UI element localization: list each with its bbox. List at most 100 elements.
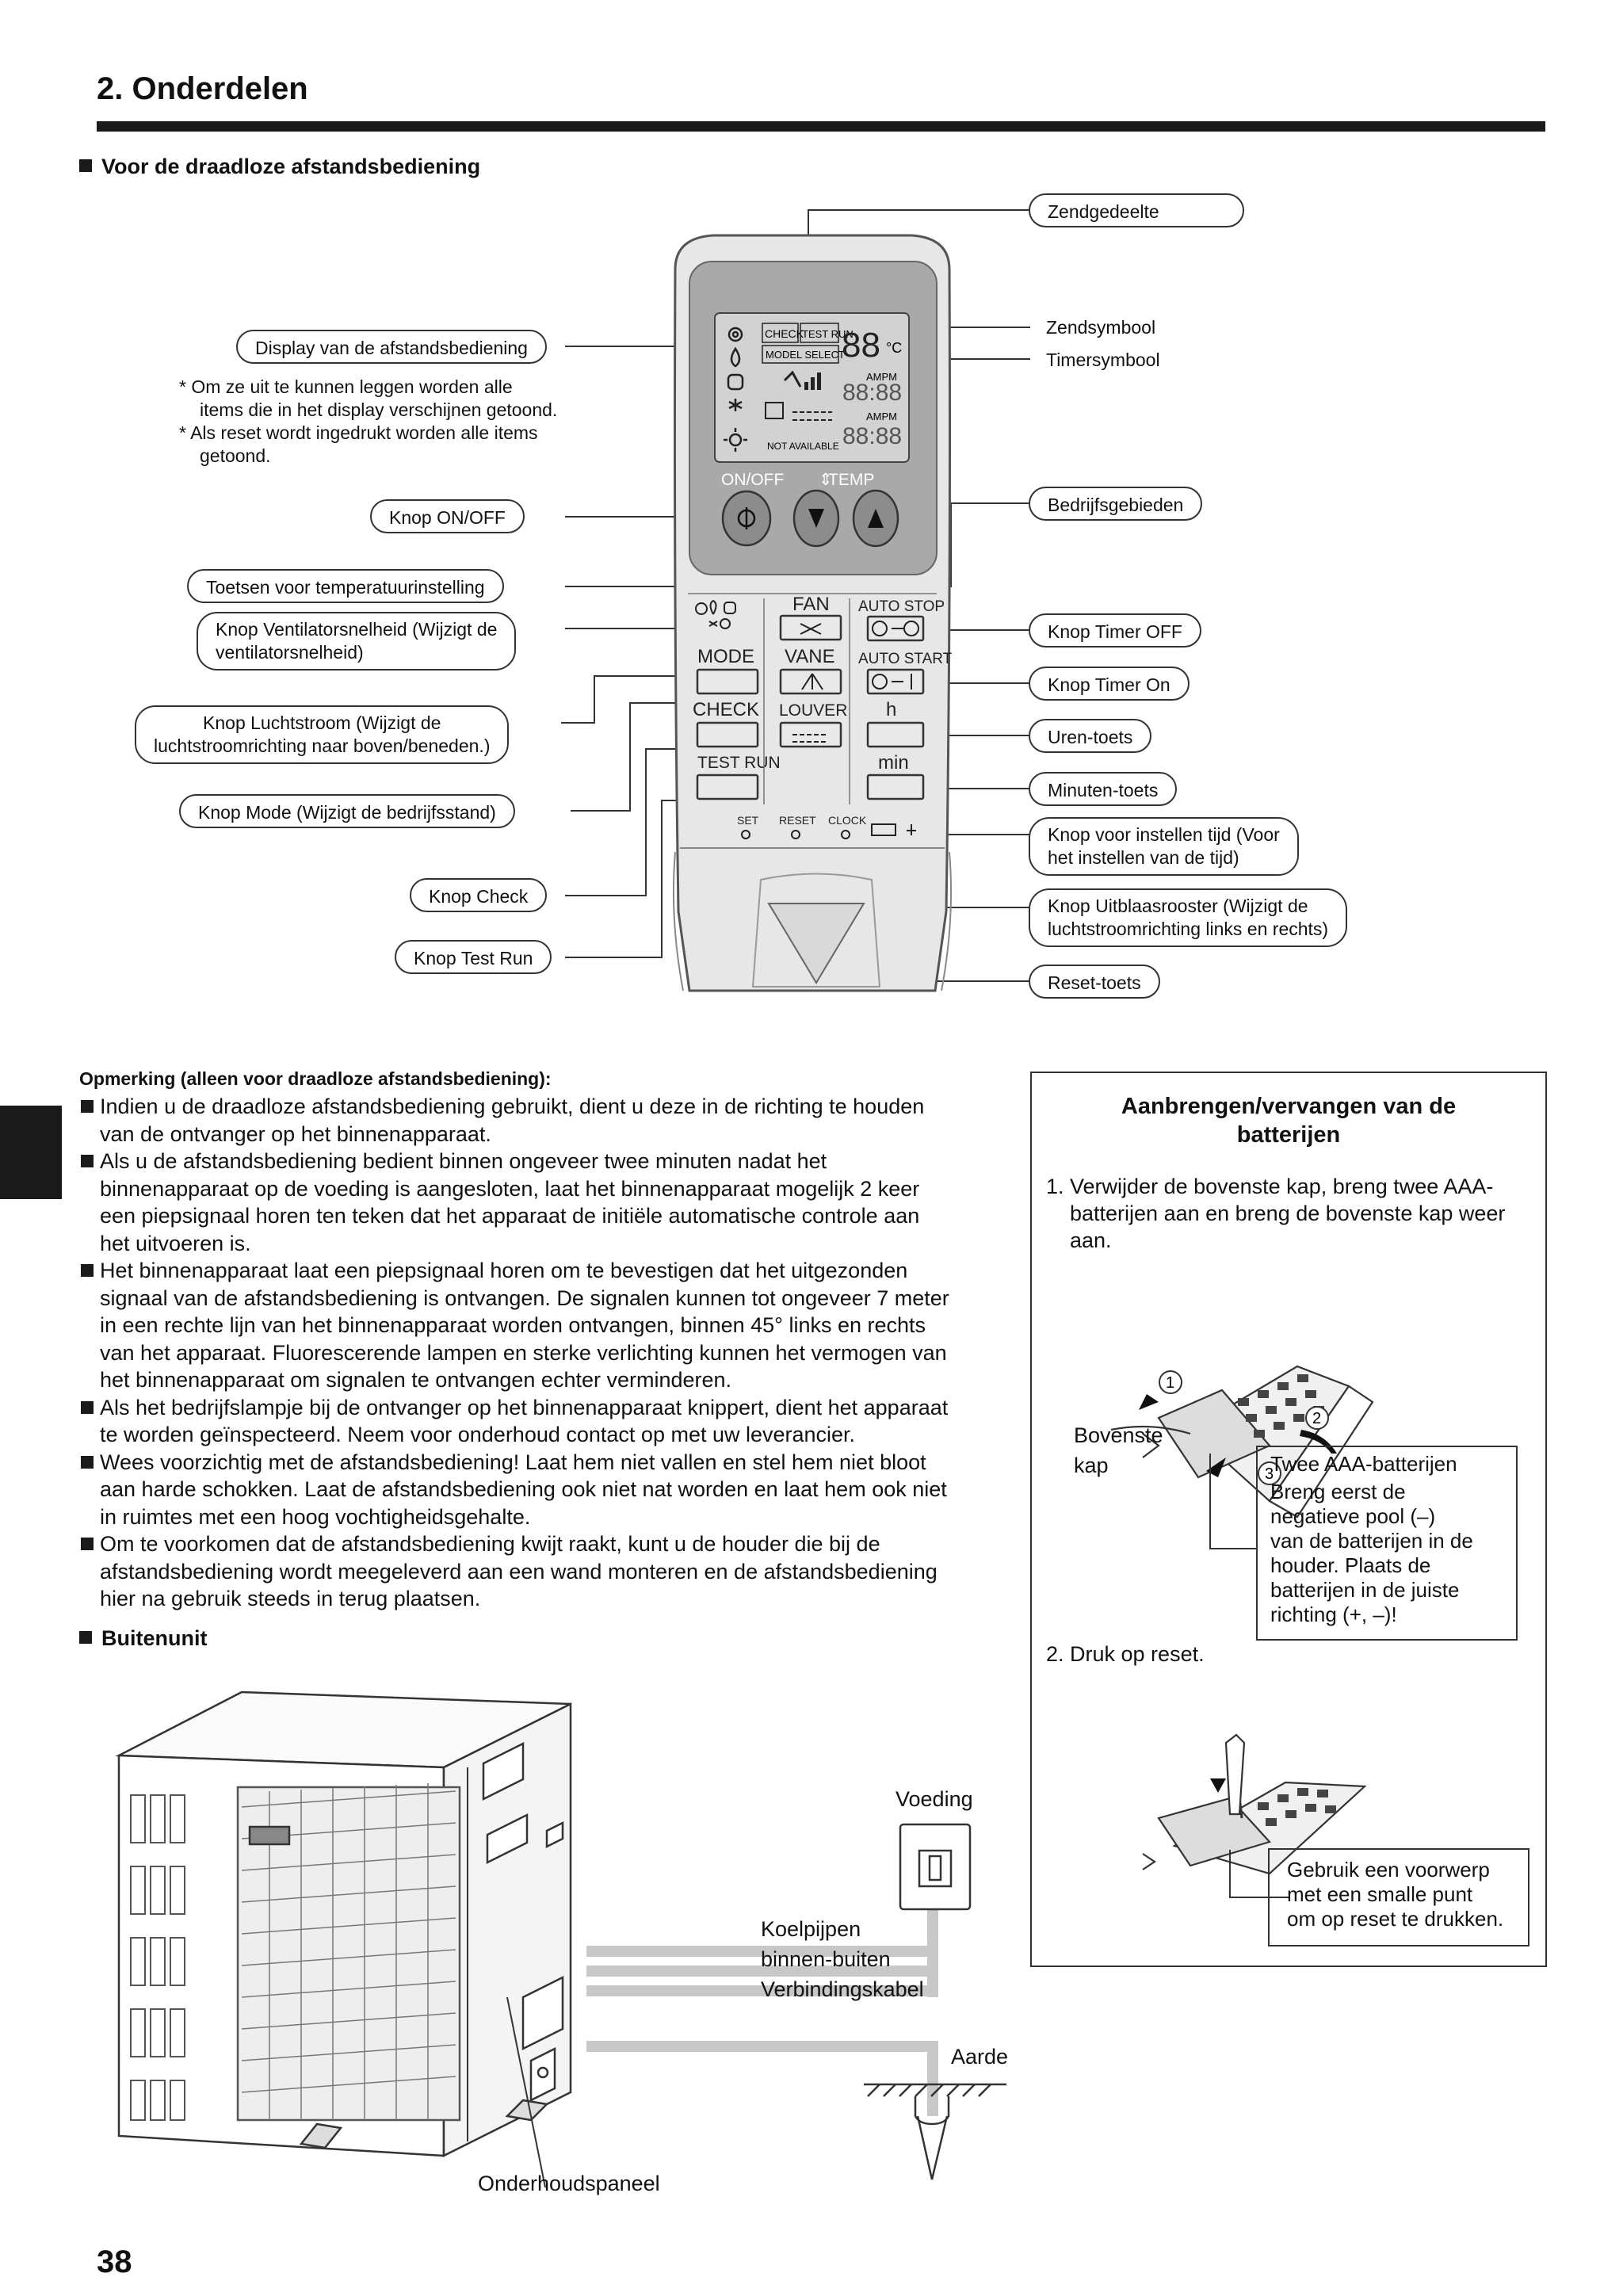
remote-small-icons xyxy=(695,599,919,839)
remote-section-heading: Voor de draadloze afstandsbediening xyxy=(79,155,480,179)
remark-item: Als u de afstandsbediening bedient binne… xyxy=(79,1148,999,1257)
svg-text:88:88: 88:88 xyxy=(842,423,902,449)
battery-marker-1: 1 xyxy=(1166,1374,1174,1392)
callout-timer-on: Knop Timer On xyxy=(1029,667,1190,701)
remote-min-label: min xyxy=(878,752,909,774)
callout-check: Knop Check xyxy=(410,878,548,912)
lcd-test-run-text: TEST RUN xyxy=(802,328,854,340)
svg-text:⇕: ⇕ xyxy=(819,471,833,489)
callout-louver-line: Knop Uitblaasrooster (Wijzigt de xyxy=(1048,896,1308,916)
remote-lower-labels: FAN AUTO STOP MODE VANE AUTO START CHECK… xyxy=(693,594,953,827)
callout-display: Display van de afstandsbediening xyxy=(236,330,547,364)
outdoor-unit xyxy=(115,1690,572,2158)
lcd-not-available-text: NOT AVAILABLE xyxy=(767,441,839,452)
remote-reset-label: RESET xyxy=(779,814,816,827)
battery-marker-2: 2 xyxy=(1312,1410,1321,1427)
tool-note-box: Gebruik een voorwerp met een smalle punt… xyxy=(1268,1848,1529,1946)
display-note-line: getoond. xyxy=(200,445,271,466)
callout-clock: Knop voor instellen tijd (Voor het inste… xyxy=(1029,817,1299,876)
callout-hours: Uren-toets xyxy=(1029,719,1152,753)
outdoor-heading: Buitenunit xyxy=(79,1626,207,1651)
callout-airflow-line: Knop Luchtstroom (Wijzigt de xyxy=(203,712,441,733)
callout-louver: Knop Uitblaasrooster (Wijzigt de luchtst… xyxy=(1029,888,1348,947)
lcd-check-text: CHECK xyxy=(765,327,804,340)
battery-step2: 2. Druk op reset. xyxy=(1046,1642,1205,1666)
remote-clock-label: CLOCK xyxy=(828,814,867,827)
lcd-celsius-text: °C xyxy=(886,340,902,356)
batteries-leader xyxy=(1209,1454,1258,1549)
callout-reset: Reset-toets xyxy=(1029,965,1160,999)
remark-item: Indien u de draadloze afstandsbediening … xyxy=(79,1093,999,1148)
remark-title: Opmerking (alleen voor draadloze afstand… xyxy=(79,1068,552,1089)
header-rule xyxy=(97,121,1545,132)
remark-item: Wees voorzichtig met de afstandsbedienin… xyxy=(79,1449,999,1531)
remote-louver-label: LOUVER xyxy=(779,701,847,720)
remote-side-ribs xyxy=(672,851,953,991)
lcd-ampm-text-1: AMPM xyxy=(866,371,897,383)
display-notes: * Om ze uit te kunnen leggen worden alle… xyxy=(179,376,557,468)
outdoor-unit-illustration xyxy=(115,1690,1006,2187)
tool-leader xyxy=(1229,1850,1289,1898)
page-title: 2. Onderdelen xyxy=(97,71,308,106)
label-earth: Aarde xyxy=(951,2045,1009,2069)
display-note-line: * Als reset wordt ingedrukt worden alle … xyxy=(179,422,538,443)
callout-fan-speed-line: ventilatorsnelheid) xyxy=(216,642,364,663)
callout-clock-line: Knop voor instellen tijd (Voor xyxy=(1048,824,1280,845)
refrigerant-pipes xyxy=(586,1894,938,2116)
remote-test-run-label: TEST RUN xyxy=(697,754,781,772)
display-note-line: items die in het display verschijnen get… xyxy=(200,399,558,420)
batteries-note-title: Twee AAA-batterijen xyxy=(1270,1452,1457,1476)
callout-airflow: Knop Luchtstroom (Wijzigt de luchtstroom… xyxy=(135,705,510,764)
callout-minutes: Minuten-toets xyxy=(1029,772,1178,806)
battery-step-markers xyxy=(1159,1370,1329,1485)
reset-press-arrow xyxy=(1210,1778,1226,1793)
callout-test-run: Knop Test Run xyxy=(395,940,552,974)
callout-fan-speed: Knop Ventilatorsnelheid (Wijzigt de vent… xyxy=(197,612,517,670)
leader-mode xyxy=(571,702,697,812)
label-cable-line: binnen-buiten xyxy=(761,1947,891,1971)
service-panel-leader xyxy=(506,1996,547,2187)
lcd-labels: CHECK TEST RUN MODEL SELECT 88 °C AMPM 8… xyxy=(762,323,902,452)
callout-mode: Knop Mode (Wijzigt de bedrijfsstand) xyxy=(179,794,515,828)
label-cable-line: Verbindingskabel xyxy=(761,1977,924,2001)
remote-h-label: h xyxy=(886,699,896,720)
power-switch-box xyxy=(899,1823,972,1911)
battery-step-arrows xyxy=(1139,1394,1337,1477)
battery-remote-step2 xyxy=(1142,1733,1367,1875)
label-pipes: Koelpijpen xyxy=(761,1917,861,1941)
callout-clock-line: het instellen van de tijd) xyxy=(1048,847,1239,868)
remote-set-label: SET xyxy=(737,814,759,827)
battery-illustration: 1 2 3 xyxy=(1110,1365,1374,1898)
callout-timer-off: Knop Timer OFF xyxy=(1029,613,1201,648)
label-top-cover: Bovenste kap xyxy=(1074,1423,1163,1477)
bullet-square-icon xyxy=(79,1631,92,1644)
battery-box: Aanbrengen/vervangen van de batterijen 1… xyxy=(1030,1072,1547,1967)
remark-list: Indien u de draadloze afstandsbediening … xyxy=(79,1093,999,1613)
remote-temp-label: TEMP xyxy=(828,471,874,489)
battery-step1: 1. Verwijder de bovenste kap, breng twee… xyxy=(1046,1175,1506,1252)
callout-louver-line: luchtstroomrichting links en rechts) xyxy=(1048,919,1329,939)
svg-text:88: 88 xyxy=(842,326,880,365)
battery-marker-3: 3 xyxy=(1265,1465,1274,1483)
remote-fan-label: FAN xyxy=(792,594,830,615)
remark-item: Het binnenapparaat laat een piepsignaal … xyxy=(79,1257,999,1394)
chapter-side-tab xyxy=(0,1106,62,1199)
battery-cover-triangle xyxy=(767,903,865,984)
label-power: Voeding xyxy=(896,1787,973,1811)
label-send-symbol: Zendsymbool xyxy=(1046,317,1156,338)
callout-operating-areas: Bedrijfsgebieden xyxy=(1029,487,1203,521)
lcd-ampm-text-2: AMPM xyxy=(866,411,897,422)
callout-transmitter: Zendgedeelte xyxy=(1029,193,1244,227)
earth-ground xyxy=(864,2083,1006,2180)
lcd-mode-icons xyxy=(724,327,747,452)
battery-title: Aanbrengen/vervangen van de batterijen xyxy=(1121,1094,1457,1148)
remote-section-title: Voor de draadloze afstandsbediening xyxy=(101,155,481,178)
callout-on-off: Knop ON/OFF xyxy=(370,499,525,533)
label-timer-symbol: Timersymbool xyxy=(1046,350,1160,370)
label-pipes-cable: Koelpijpen binnen-buiten Verbindingskabe… xyxy=(761,1914,924,2004)
remote-vane-label: VANE xyxy=(785,646,835,667)
remote-auto-stop-label: AUTO STOP xyxy=(858,598,945,615)
lcd-model-select-text: MODEL SELECT xyxy=(766,349,845,361)
leader-check xyxy=(565,748,697,896)
remote-on-off-label: ON/OFF xyxy=(721,471,784,489)
